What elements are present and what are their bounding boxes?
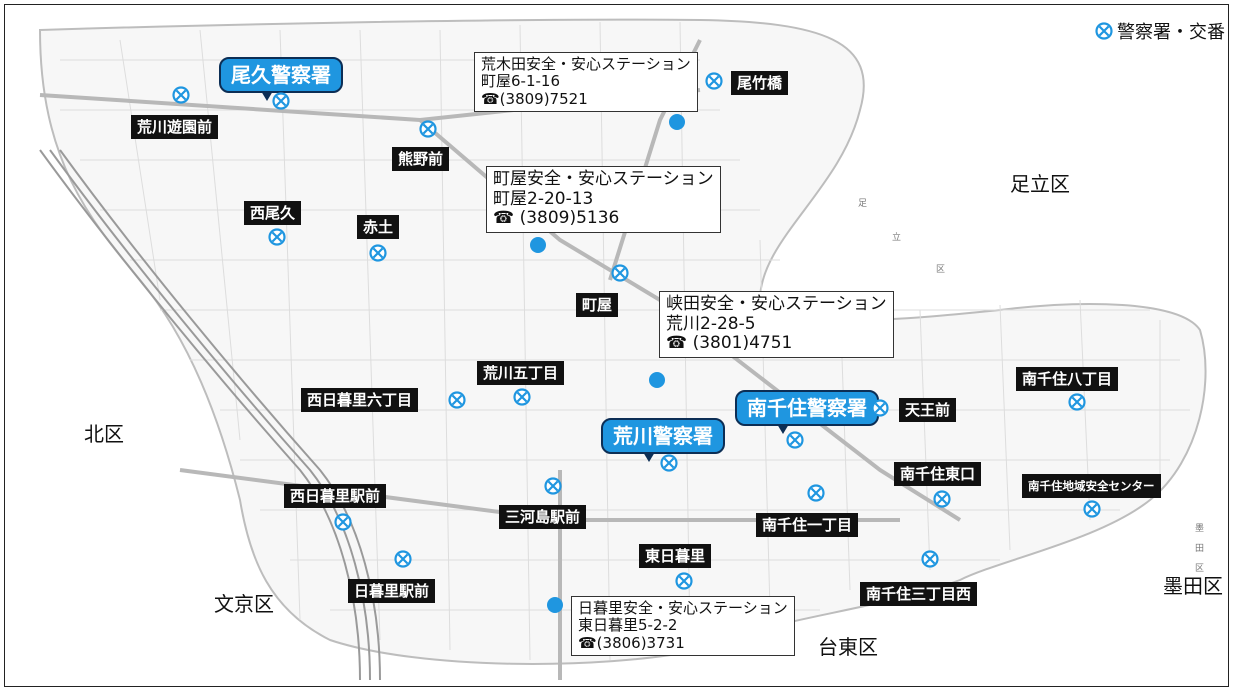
map-text-sumida-2: 田 (1195, 544, 1205, 554)
legend-label: 警察署・交番 (1117, 22, 1225, 43)
station-name: 日暮里安全・安心ステーション (578, 599, 788, 617)
koban-marker-icon[interactable] (171, 85, 191, 105)
koban-marker-icon[interactable] (393, 549, 413, 569)
koban-icon (1095, 22, 1113, 40)
legend: 警察署・交番 (1094, 18, 1225, 44)
koban-label-kumanomae: 熊野前 (392, 147, 450, 171)
koban-marker-icon[interactable] (418, 119, 438, 139)
station-name: 荒木田安全・安心ステーション (481, 55, 691, 73)
koban-label-minamisenju-1: 南千住一丁目 (756, 513, 859, 537)
koban-label-mikawashima-ekimae: 三河島駅前 (499, 505, 587, 529)
koban-label-nishinippori-6: 西日暮里六丁目 (301, 388, 419, 412)
koban-marker-icon[interactable] (267, 227, 287, 247)
map-text-adachi-1: 足 (858, 199, 868, 209)
station-address: 荒川2-28-5 (666, 313, 756, 334)
safety-station-dot[interactable] (669, 114, 685, 130)
koban-marker-icon[interactable] (920, 549, 940, 569)
station-name: 峡田安全・安心ステーション (666, 294, 887, 314)
koban-label-higashinippori: 東日暮里 (639, 544, 712, 568)
safety-station-info-nippori: 日暮里安全・安心ステーション 東日暮里5-2-2 ☎(3806)3731 (571, 596, 795, 656)
police-station-marker-icon[interactable] (271, 91, 291, 111)
koban-marker-icon[interactable] (932, 489, 952, 509)
map-text-sumida-3: 区 (1195, 564, 1205, 574)
koban-label-machiya: 町屋 (576, 293, 619, 317)
station-name: 町屋安全・安心ステーション (493, 169, 714, 189)
koban-marker-icon[interactable] (806, 483, 826, 503)
map-frame (4, 4, 1229, 687)
koban-marker-icon[interactable] (333, 512, 353, 532)
safety-station-dot[interactable] (649, 372, 665, 388)
ward-label-bunkyo: 文京区 (214, 592, 274, 616)
station-phone: ☎ (3809)5136 (493, 208, 620, 229)
station-address: 東日暮里5-2-2 (578, 616, 678, 635)
koban-marker-icon[interactable] (1082, 499, 1102, 519)
koban-marker-icon[interactable] (543, 476, 563, 496)
koban-marker-icon[interactable] (368, 243, 388, 263)
koban-marker-icon[interactable] (512, 387, 532, 407)
koban-marker-icon[interactable] (610, 263, 630, 283)
map-text-adachi-2: 立 (892, 233, 902, 243)
safety-station-dot[interactable] (547, 597, 563, 613)
safety-station-info-machiya: 町屋安全・安心ステーション 町屋2-20-13 ☎ (3809)5136 (486, 166, 721, 233)
map-text-sumida-1: 墨 (1195, 524, 1205, 534)
ward-label-adachi: 足立区 (1010, 172, 1070, 196)
koban-label-tennomae: 天王前 (899, 398, 957, 422)
safety-station-info-arakida: 荒木田安全・安心ステーション 町屋6-1-16 ☎(3809)7521 (474, 52, 698, 112)
koban-label-nishinippori-ekimae: 西日暮里駅前 (284, 484, 387, 508)
police-station-minamisenju[interactable]: 南千住警察署 (735, 390, 879, 434)
koban-marker-icon[interactable] (1067, 392, 1087, 412)
station-address: 町屋2-20-13 (493, 188, 594, 209)
koban-label-otakebashi: 尾竹橋 (731, 71, 789, 95)
station-phone: ☎(3806)3731 (578, 633, 685, 652)
koban-label-minamisenju-higashiguchi: 南千住東口 (894, 462, 982, 486)
police-station-marker-icon[interactable] (659, 453, 679, 473)
police-station-marker-icon[interactable] (785, 430, 805, 450)
station-address: 町屋6-1-16 (481, 72, 560, 91)
ward-label-kita: 北区 (84, 422, 124, 446)
koban-marker-icon[interactable] (870, 398, 890, 418)
koban-label-minamisenju-3-nishi: 南千住三丁目西 (860, 582, 978, 606)
ward-label-taito: 台東区 (818, 635, 878, 659)
ward-label-sumida: 墨田区 (1163, 574, 1223, 598)
safety-station-info-hakeda: 峡田安全・安心ステーション 荒川2-28-5 ☎ (3801)4751 (659, 291, 894, 358)
koban-label-minamisenju-center: 南千住地域安全センター (1022, 474, 1161, 498)
koban-label-minamisenju-8: 南千住八丁目 (1016, 367, 1119, 391)
koban-label-nippori-ekimae: 日暮里駅前 (348, 579, 436, 603)
map-text-adachi-3: 区 (936, 265, 946, 275)
police-station-oku[interactable]: 尾久警察署 (219, 57, 343, 101)
police-station-arakawa[interactable]: 荒川警察署 (601, 418, 725, 462)
koban-label-nishioku: 西尾久 (244, 201, 302, 225)
koban-marker-icon[interactable] (704, 71, 724, 91)
safety-station-dot[interactable] (530, 237, 546, 253)
koban-label-akado: 赤土 (357, 215, 400, 239)
station-phone: ☎(3809)7521 (481, 89, 588, 108)
koban-label-arakawa-yuenmae: 荒川遊園前 (131, 115, 219, 139)
station-phone: ☎ (3801)4751 (666, 333, 793, 354)
koban-marker-icon[interactable] (447, 390, 467, 410)
koban-marker-icon[interactable] (674, 571, 694, 591)
koban-label-arakawa-5: 荒川五丁目 (477, 361, 565, 385)
